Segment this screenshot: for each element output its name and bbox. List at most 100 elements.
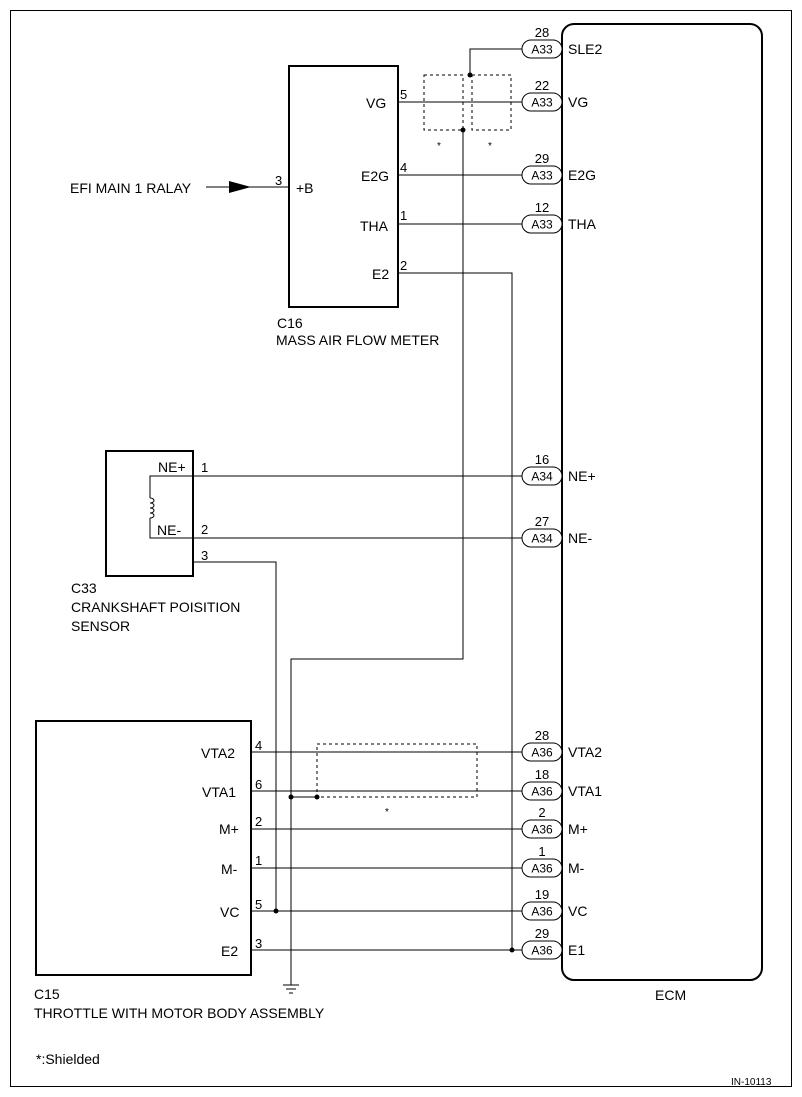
wire-sle2 [469,48,522,75]
ecm-pin-name-ne-plus: NE+ [568,468,596,484]
ecm-connector-label-e2g: A33 [531,169,553,183]
throttle-pin-name-vc: VC [220,904,239,920]
ecm-pin-num-ne-minus: 27 [535,514,549,529]
ecm-connector-label-e1: A36 [531,944,553,958]
ecm-pin-name-e2g: E2G [568,167,596,183]
ecm-connectors: A3328SLE2A3322VGA3329E2GA3312THAA3416NE+… [521,25,602,960]
ckp-box [105,450,194,577]
ecm-connector-label-vta1: A36 [531,785,553,799]
ckp-coil-lead-2 [149,518,193,539]
coil-icon [149,497,155,519]
ckp-pin-num-3: 3 [201,548,208,563]
throttle-pin-name-m-minus: M- [221,861,238,877]
maf-pin-name-e2g: E2G [361,168,389,184]
ecm-connector-ne-plus [521,466,563,486]
shield-throttle [316,743,478,798]
maf-pin-num-e2: 2 [400,258,407,273]
throttle-box [35,720,252,976]
ckp-pin-name-ne-plus: NE+ [158,459,186,475]
ecm-connector-m-minus [521,858,563,878]
ecm-connector-ne-minus [521,528,563,548]
maf-pin-num-vg: 5 [400,87,407,102]
shield-vg-2 [471,74,512,131]
ecm-connector-label-sle2: A33 [531,43,553,57]
ecm-connector-vta1 [521,781,563,801]
ecm-pin-num-tha: 12 [535,200,549,215]
wire-maf-e2 [398,272,513,950]
ecm-connector-label-m-minus: A36 [531,862,553,876]
ecm-connector-e1 [521,940,563,960]
figure-id: IN-10113 [731,1077,772,1088]
shield-mark-1: * [437,141,441,152]
maf-pin-num-e2g: 4 [400,160,407,175]
ckp-coil-lead-1 [149,475,193,498]
maf-name: MASS AIR FLOW METER [276,332,439,348]
ecm-pin-name-vta1: VTA1 [568,783,602,799]
throttle-name: THROTTLE WITH MOTOR BODY ASSEMBLY [34,1005,325,1021]
ecm-pin-name-vg: VG [568,94,588,110]
ecm-pin-name-vc: VC [568,903,587,919]
wire-shield-ground [290,130,464,985]
frame-border [10,10,792,1087]
throttle-pin-num-e2: 3 [255,936,262,951]
ecm-connector-label-ne-minus: A34 [531,532,553,546]
ckp-pin-name-ne-minus: NE- [157,522,181,538]
ecm-pin-name-ne-minus: NE- [568,530,592,546]
throttle-pin-name-e2: E2 [221,943,238,959]
maf-code: C16 [277,315,303,331]
ecm-pin-name-e1: E1 [568,942,585,958]
maf-pin-name-b: +B [296,180,314,196]
ecm-pin-num-sle2: 28 [535,25,549,40]
ckp-pin-num-ne-minus: 2 [201,522,208,537]
maf-pin-name-vg: VG [366,95,386,111]
ecm-pin-num-vta2: 28 [535,728,549,743]
ecm-connector-vc [521,901,563,921]
ecm-pin-num-e1: 29 [535,926,549,941]
ckp-name-line1: CRANKSHAFT POISITION [71,599,240,615]
ecm-pin-name-m-minus: M- [568,860,585,876]
maf-pin-num-b: 3 [275,173,282,188]
footnote: *:Shielded [36,1051,100,1067]
throttle-pin-name-vta2: VTA2 [201,745,235,761]
ecm-connector-m-plus [521,819,563,839]
shield-mark-3: * [385,807,389,818]
throttle-pin-num-m-minus: 1 [255,853,262,868]
ecm-label: ECM [655,987,686,1003]
maf-pin-name-tha: THA [360,218,389,234]
ecm-connector-tha [521,214,563,234]
ecm-pin-name-sle2: SLE2 [568,41,602,57]
ecm-connector-label-m-plus: A36 [531,823,553,837]
ground-icon [283,984,299,994]
ecm-connector-label-tha: A33 [531,218,553,232]
ecm-connector-vta2 [521,742,563,762]
ecm-connector-label-vg: A33 [531,96,553,110]
throttle-pin-name-m-plus: M+ [219,821,239,837]
ecm-pin-num-m-plus: 2 [538,805,545,820]
junction-sle2 [467,72,473,78]
ecm-box [561,23,763,981]
ecm-pin-num-m-minus: 1 [538,844,545,859]
ecm-pin-num-ne-plus: 16 [535,452,549,467]
ecm-pin-name-m-plus: M+ [568,821,588,837]
junction-vc [273,908,279,914]
ecm-connector-label-ne-plus: A34 [531,470,553,484]
shield-vg [423,74,464,131]
ecm-connector-label-vc: A36 [531,905,553,919]
ecm-pin-name-vta2: VTA2 [568,744,602,760]
ecm-pin-num-e2g: 29 [535,151,549,166]
ecm-pin-num-vta1: 18 [535,767,549,782]
junction-e1 [509,947,515,953]
ecm-connector-label-vta2: A36 [531,746,553,760]
throttle-code: C15 [34,986,60,1002]
ckp-code: C33 [71,580,97,596]
throttle-pin-num-vta2: 4 [255,738,262,753]
wire-ckp-3 [193,561,277,911]
ecm-connector-e2g [521,165,563,185]
ckp-pin-num-ne-plus: 1 [201,460,208,475]
throttle-pin-name-vta1: VTA1 [202,784,236,800]
junction-shield-ground [460,127,466,133]
relay-arrow-icon [229,181,251,193]
shield-mark-2: * [488,141,492,152]
throttle-pin-num-vc: 5 [255,897,262,912]
